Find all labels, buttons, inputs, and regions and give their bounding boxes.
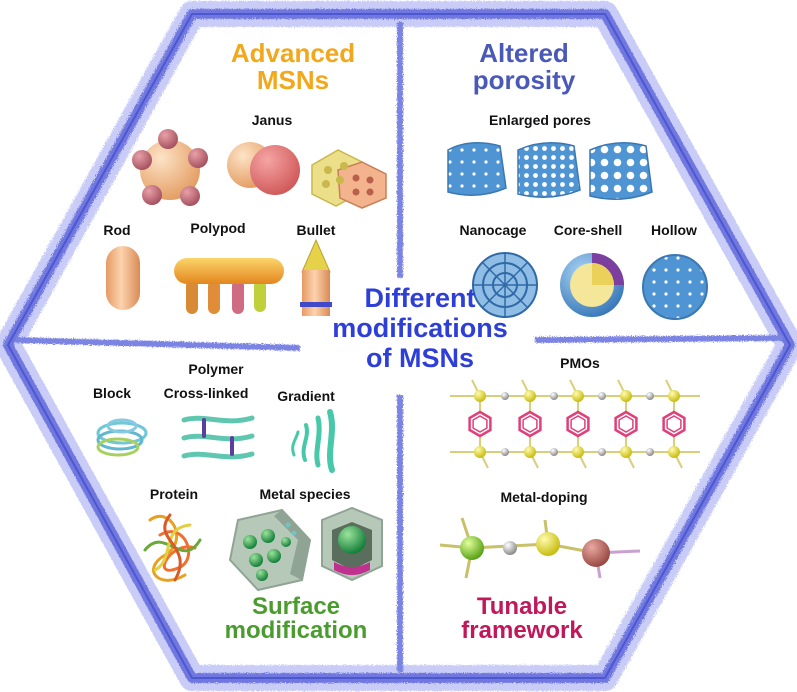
label-nanocage: Nanocage bbox=[459, 222, 527, 238]
label-janus: Janus bbox=[251, 112, 293, 128]
core-shell-particle bbox=[560, 253, 624, 317]
pmo-si-atom bbox=[474, 446, 486, 458]
label-cross-linked: Cross-linked bbox=[163, 385, 249, 401]
nanocage-particle bbox=[472, 252, 538, 318]
metal-species-yolk bbox=[321, 506, 383, 582]
janus-particle-dotted bbox=[132, 129, 208, 206]
protein-ribbon bbox=[143, 513, 202, 582]
label-pmos: PMOs bbox=[560, 355, 600, 371]
pmo-framework bbox=[450, 379, 700, 469]
label-rod: Rod bbox=[103, 222, 131, 238]
polypod-particle bbox=[174, 258, 284, 314]
pmo-si-atom bbox=[572, 446, 584, 458]
quadrant-dividers bbox=[15, 22, 783, 672]
benzene-inner bbox=[472, 415, 488, 433]
benzene-inner bbox=[522, 415, 538, 433]
benzene-ring bbox=[662, 410, 686, 438]
metal-species-hexagon bbox=[228, 508, 312, 592]
benzene-ring bbox=[468, 410, 492, 438]
enlarged-pores-large bbox=[589, 142, 653, 200]
cross-linked-polymer bbox=[181, 415, 255, 460]
benzene-inner bbox=[618, 415, 634, 433]
label-block: Block bbox=[92, 385, 132, 401]
pmo-o-atom bbox=[501, 448, 509, 456]
benzene-ring bbox=[566, 410, 590, 438]
label-hollow: Hollow bbox=[651, 222, 697, 238]
pmo-si-atom bbox=[524, 390, 536, 402]
pmo-o-atom bbox=[598, 448, 606, 456]
label-metal-species: Metal species bbox=[259, 486, 351, 502]
pmo-si-atom bbox=[474, 390, 486, 402]
pmo-o-atom bbox=[550, 448, 558, 456]
janus-particle-two-sphere bbox=[227, 142, 300, 195]
pmo-si-atom bbox=[620, 446, 632, 458]
label-gradient: Gradient bbox=[277, 388, 335, 404]
label-bullet: Bullet bbox=[296, 222, 336, 238]
benzene-ring bbox=[614, 410, 638, 438]
pmo-o-atom bbox=[550, 392, 558, 400]
rod-particle bbox=[106, 246, 140, 310]
pmo-si-atom bbox=[524, 446, 536, 458]
pmo-si-atom bbox=[668, 446, 680, 458]
enlarged-pores-small bbox=[447, 142, 507, 196]
block-polymer-coil bbox=[96, 418, 148, 457]
benzene-inner bbox=[666, 415, 682, 433]
benzene-inner bbox=[570, 415, 586, 433]
hollow-particle bbox=[642, 254, 708, 320]
metal-doping-chain bbox=[439, 517, 641, 579]
enlarged-pores-medium bbox=[517, 142, 581, 198]
label-polymer: Polymer bbox=[188, 361, 244, 377]
pmo-si-atom bbox=[620, 390, 632, 402]
pmo-si-atom bbox=[572, 390, 584, 402]
gradient-polymer bbox=[291, 409, 335, 473]
label-metal-doping: Metal-doping bbox=[500, 489, 588, 505]
benzene-ring bbox=[518, 410, 542, 438]
label-enlarged-pores: Enlarged pores bbox=[489, 112, 591, 128]
pmo-o-atom bbox=[646, 392, 654, 400]
pmo-o-atom bbox=[646, 448, 654, 456]
pmo-o-atom bbox=[598, 392, 606, 400]
label-polypod: Polypod bbox=[190, 220, 246, 236]
janus-particle-honeycomb bbox=[311, 149, 387, 209]
label-protein: Protein bbox=[149, 486, 199, 502]
pmo-o-atom bbox=[501, 392, 509, 400]
bullet-particle bbox=[300, 238, 332, 316]
pmo-si-atom bbox=[668, 390, 680, 402]
label-core-shell: Core-shell bbox=[553, 222, 623, 238]
